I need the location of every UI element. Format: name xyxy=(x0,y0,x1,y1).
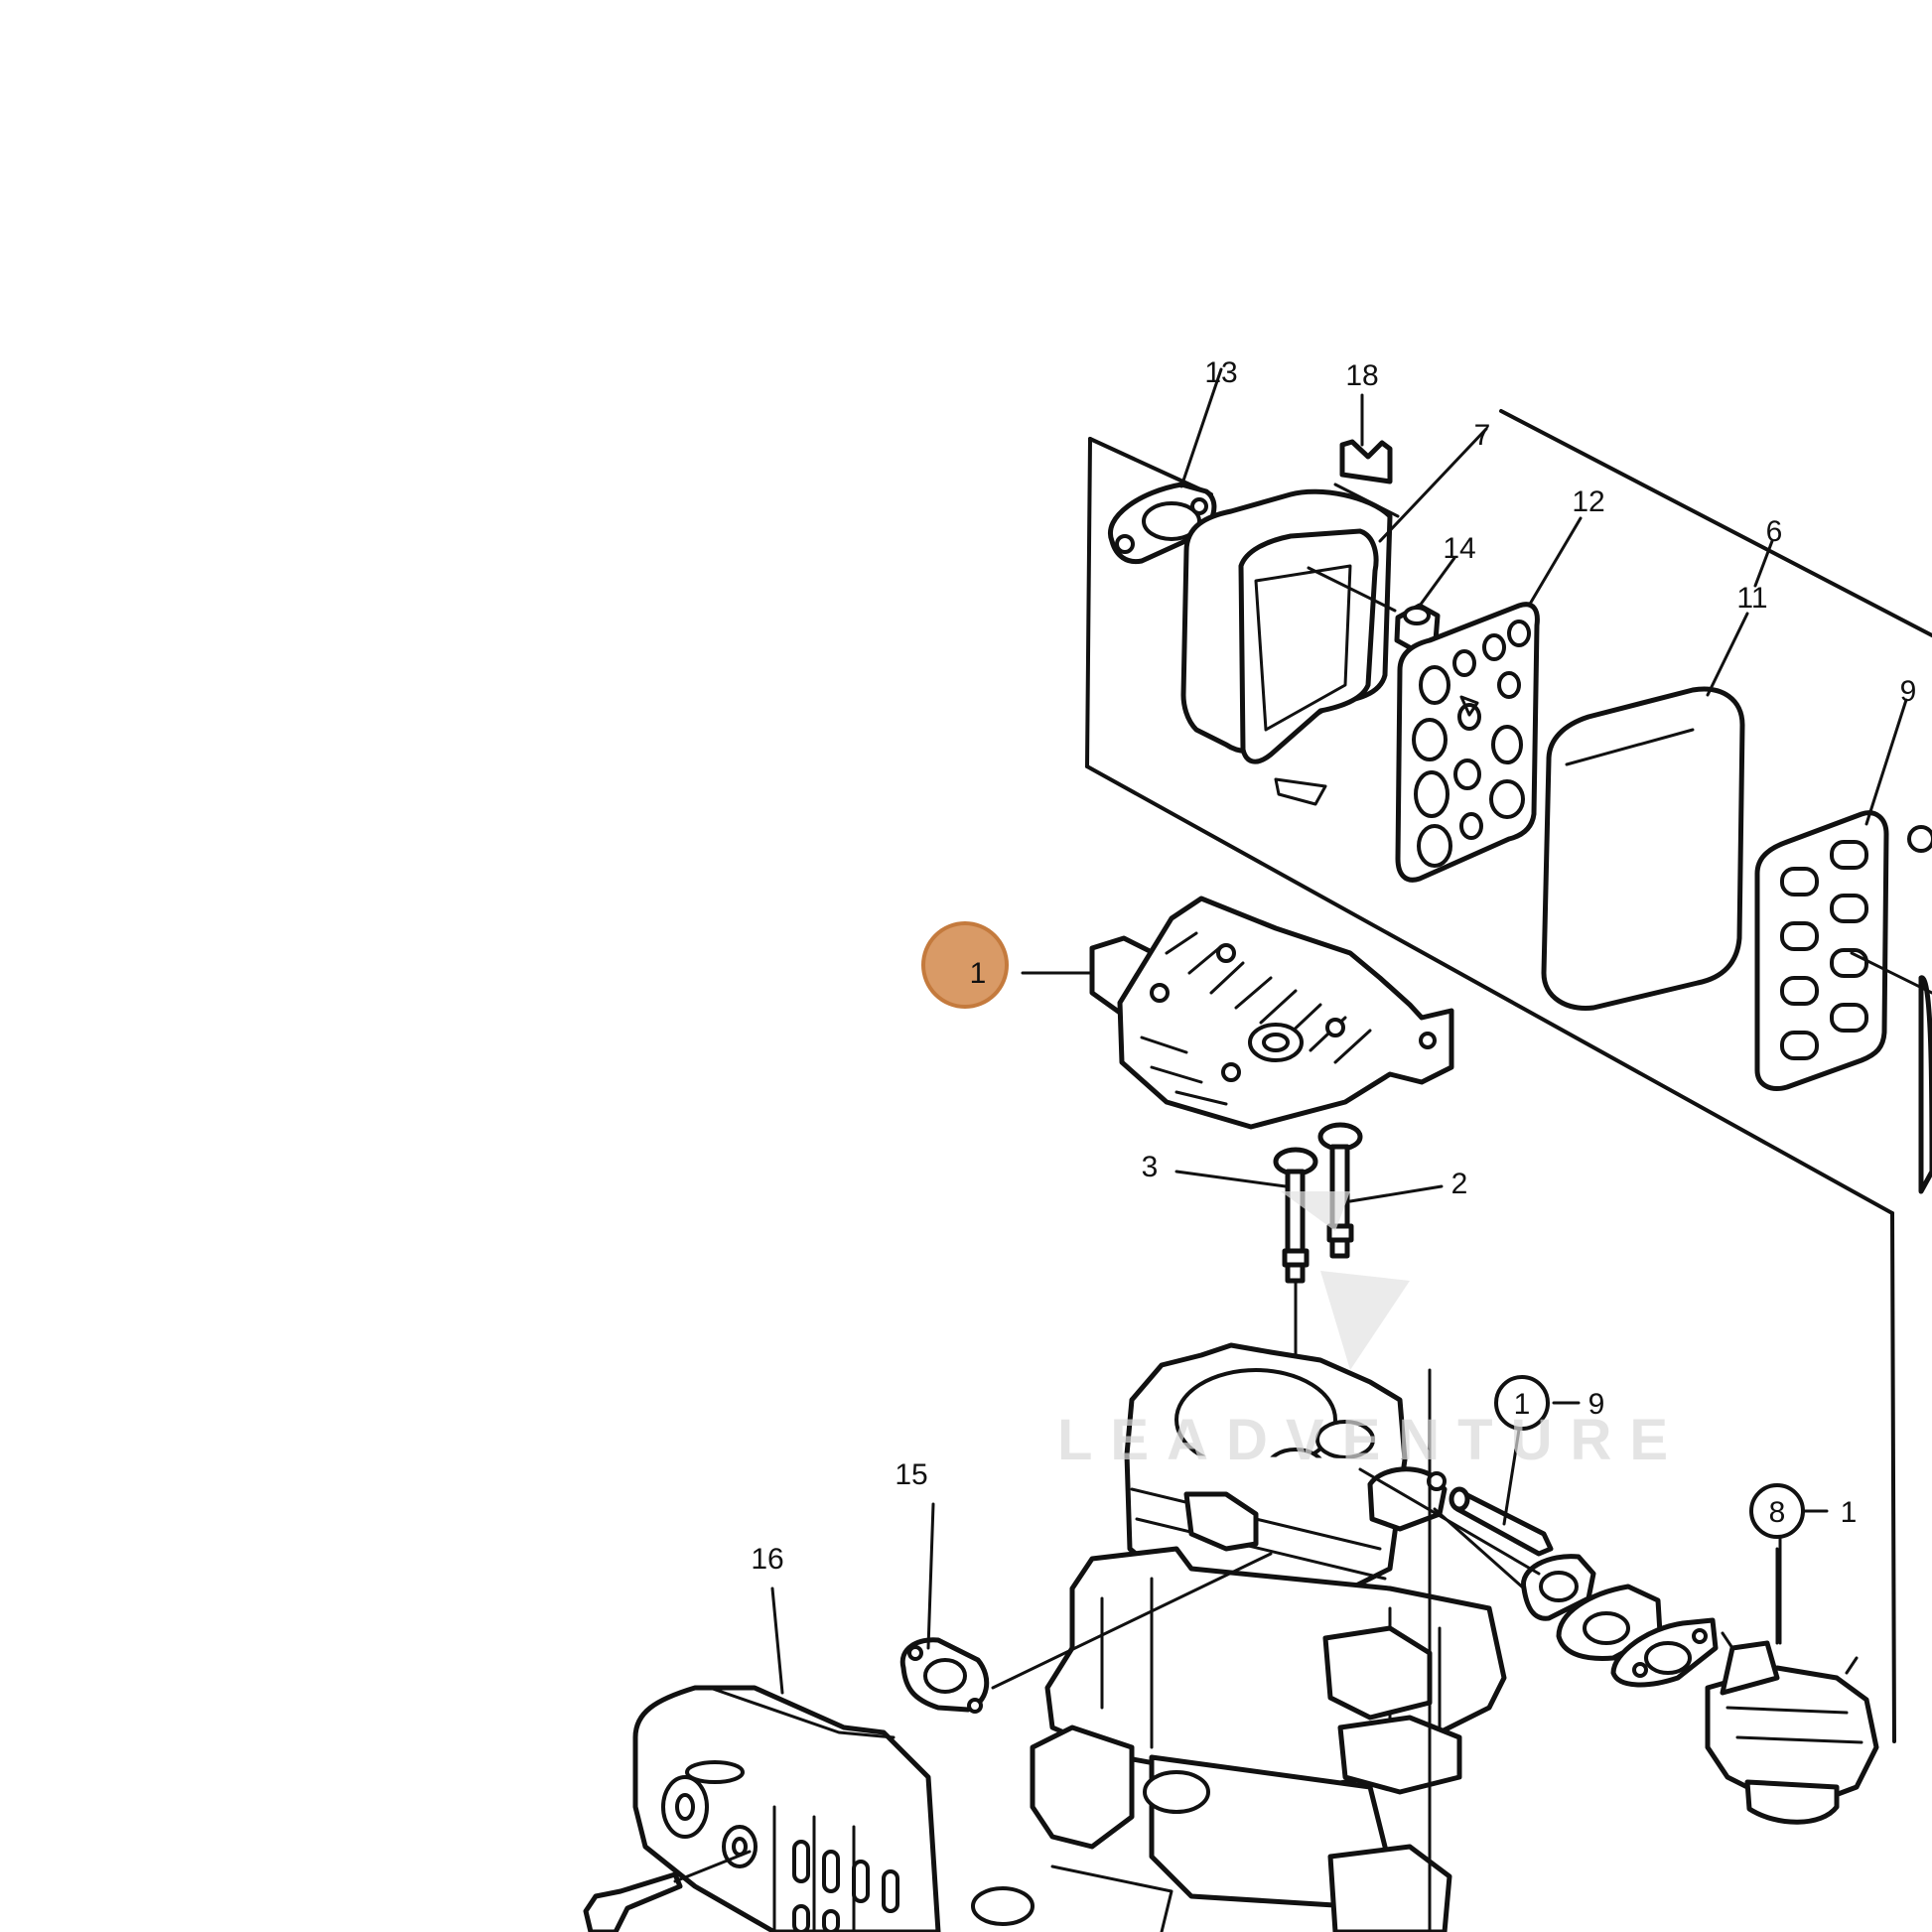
cylinder-head-1[interactable] xyxy=(1089,896,1454,1130)
assembly-frame-lines xyxy=(1085,409,1932,1743)
callout-9[interactable]: 9 xyxy=(1900,675,1917,708)
watermark-text: LEADVENTURE xyxy=(1057,1408,1686,1472)
callout-3[interactable]: 3 xyxy=(1142,1151,1159,1183)
reference-callout-8-circle: 8 xyxy=(1769,1496,1786,1529)
reference-callout-1-9[interactable]: 1 9 xyxy=(1494,1375,1605,1431)
reference-callout-8-1[interactable]: 8 1 xyxy=(1749,1483,1858,1539)
air-cleaner-cover-9[interactable] xyxy=(1754,810,1932,1194)
callout-12[interactable]: 12 xyxy=(1572,485,1604,518)
gasket-13[interactable] xyxy=(1107,482,1217,565)
callout-6[interactable]: 6 xyxy=(1766,515,1783,548)
callout-11[interactable]: 11 xyxy=(1736,582,1767,615)
air-filter-element-11[interactable] xyxy=(1541,686,1745,1011)
callout-highlight-marker[interactable] xyxy=(921,921,1009,1009)
stud xyxy=(1449,1486,1554,1557)
valve-3[interactable] xyxy=(1273,1147,1318,1284)
callout-13[interactable]: 13 xyxy=(1204,356,1237,389)
callout-leaders xyxy=(770,367,1908,1695)
pre-cleaner-12[interactable] xyxy=(1395,602,1540,883)
cylinder-block xyxy=(1030,1342,1507,1932)
callout-labels: 13 18 7 14 12 6 11 9 1 3 2 15 16 xyxy=(751,356,1916,1576)
air-cleaner-base-7[interactable] xyxy=(1180,488,1393,806)
muffler-16[interactable] xyxy=(632,1685,1035,1932)
reference-callout-1-suffix: 9 xyxy=(1588,1388,1605,1421)
valve-2[interactable] xyxy=(1317,1122,1363,1259)
reference-callout-1-circle: 1 xyxy=(1514,1388,1531,1421)
intake-gaskets xyxy=(1358,1467,1719,1688)
callout-16[interactable]: 16 xyxy=(751,1543,783,1576)
callout-15[interactable]: 15 xyxy=(895,1458,927,1491)
callout-14[interactable]: 14 xyxy=(1443,532,1475,565)
callout-2[interactable]: 2 xyxy=(1451,1168,1468,1200)
watermark: LEADVENTURE xyxy=(1057,1191,1686,1472)
callout-1[interactable]: 1 xyxy=(970,957,987,990)
muffler-bolt xyxy=(583,1850,752,1932)
muffler-gasket-15[interactable] xyxy=(899,1552,1273,1714)
callout-7[interactable]: 7 xyxy=(1474,419,1491,452)
callout-18[interactable]: 18 xyxy=(1345,359,1378,392)
reference-callout-8-suffix: 1 xyxy=(1841,1496,1858,1529)
carburetor xyxy=(1705,1547,1879,1825)
